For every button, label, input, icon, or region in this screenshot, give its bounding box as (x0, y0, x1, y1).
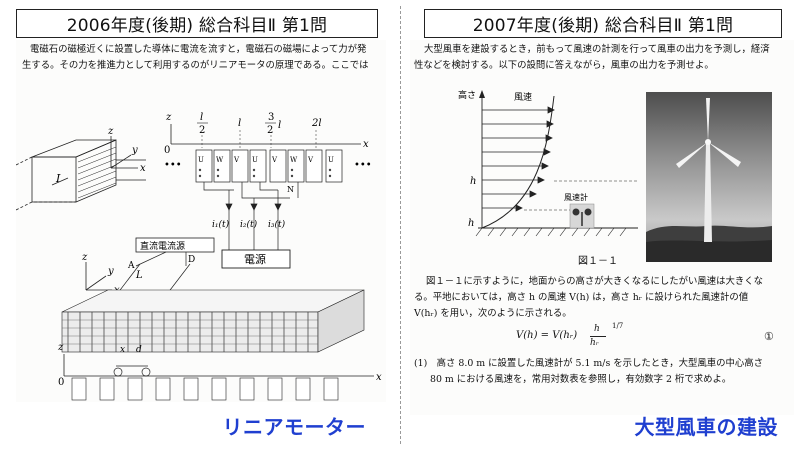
tick-3: 3 (268, 112, 274, 123)
tick-l-half-den: 2 (199, 125, 205, 136)
dc-source-box (135, 237, 215, 253)
coil-row-top (195, 149, 343, 183)
right-body-line-3: V(hᵣ) を用い，次のように示される。 (414, 308, 572, 319)
tick-l: l (238, 118, 241, 129)
axis-y-3d: y (131, 145, 138, 156)
right-title: 2007年度(後期) 総合科目Ⅱ 第1問 (424, 9, 782, 38)
wind-profile-curve (481, 95, 555, 229)
label-xf: x (120, 345, 125, 355)
left-panel: 2006年度(後期) 総合科目Ⅱ 第1問 電磁石の磁極近くに設置した導体に電流を… (0, 0, 396, 450)
label-Us-2: U (252, 156, 258, 164)
label-N: N (287, 185, 294, 194)
label-Lf: L (135, 270, 143, 281)
rail-slab (61, 289, 365, 353)
tick-3-den: 2 (267, 125, 273, 136)
anemometer-icon (569, 203, 595, 229)
current-i1: i₁(t) (212, 219, 230, 230)
right-text-line-1: 大型風車を建設するとき，前もって風速の計測を行って風車の出力を予測し，経済 (424, 44, 770, 55)
axis-y-mid: y (107, 266, 114, 277)
right-body-line-1: 図１－１に示すように，地面からの高さが大きくなるにしたがい風速は大きくな (426, 276, 764, 287)
linear-motor-figure: I z y x z 0 x l 2 l 3 2 l 2l (16, 112, 382, 401)
axis-x-bottom: x (376, 372, 382, 383)
label-Ws-1: W (216, 156, 224, 164)
axis-x-top: x (363, 139, 369, 150)
power-supply-box (221, 249, 291, 269)
dots-left: ••• (164, 160, 182, 171)
tick-2l: 2l (311, 118, 322, 129)
equation-number: ① (764, 330, 774, 343)
label-d: d (136, 345, 142, 355)
formula-fraction-den: hᵣ (590, 338, 599, 348)
question-line-1: (1) 高さ 8.0 m に設置した風速計が 5.1 m/s を示したとき，大型… (414, 358, 763, 369)
label-Vs-2: V (307, 156, 314, 164)
formula-fraction-num: h (594, 324, 600, 334)
label-Vn-1: V (271, 156, 278, 164)
axis-z-bottom: z (57, 342, 64, 353)
coil-block-3d (16, 139, 146, 211)
wind-label: 風速 (514, 92, 532, 103)
left-text-line-2: 生する。その力を推進力として利用するのがリニアモータの原理である。ここでは (22, 60, 369, 71)
right-panel: 2007年度(後期) 総合科目Ⅱ 第1問 大型風車を建設するとき，前もって風速の… (404, 0, 800, 450)
dc-source-label: 直流電流源 (140, 240, 185, 252)
figure-caption: 図１－１ (578, 256, 618, 267)
axis-z-top: z (165, 112, 172, 123)
label-Us-3: U (328, 156, 334, 164)
origin-top: 0 (164, 145, 170, 156)
current-label-I: I (55, 172, 61, 185)
axis-z-mid: z (81, 252, 88, 263)
axis-z-3d: z (107, 126, 114, 137)
label-Us-1: U (198, 156, 204, 164)
left-caption: リニアモーター (222, 415, 366, 439)
origin-bottom: 0 (58, 377, 64, 388)
current-i3: i₃(t) (268, 219, 286, 230)
formula-fraction-bar (590, 336, 606, 337)
formula-exponent: 1/7 (612, 322, 624, 330)
formula-left: V(h) = V(hᵣ) (516, 330, 578, 341)
question-line-2: 80 m における風速を，常用対数表を参照し，有効数字 2 桁で求めよ。 (430, 374, 732, 385)
dots-right: ••• (354, 160, 372, 171)
wind-turbine-photo (646, 92, 772, 262)
left-text-line-1: 電磁石の磁極近くに設置した導体に電流を流すと，電磁石の磁場によって力が発 (30, 44, 367, 55)
left-title: 2006年度(後期) 総合科目Ⅱ 第1問 (16, 9, 378, 38)
anemometer-label: 風速計 (564, 192, 588, 202)
tick-l-half-num: l (200, 112, 203, 123)
left-scan: 電磁石の磁極近くに設置した導体に電流を流すと，電磁石の磁場によって力が発 生する… (16, 40, 386, 402)
label-Vs-1: V (233, 156, 240, 164)
right-caption: 大型風車の建設 (634, 415, 778, 439)
label-A: A (127, 261, 135, 271)
right-body-line-2: る。平地においては，高さ h の風速 V(h) は，高さ hᵣ に設けられた風速… (414, 292, 749, 303)
height-h-label: h (470, 176, 476, 187)
right-text-line-2: 性などを検討する。以下の設問に答えながら，風車の出力を予測せよ。 (414, 60, 714, 71)
tick-3l: l (278, 120, 281, 131)
current-i2: i₂(t) (240, 219, 258, 230)
coil-row-bottom (71, 377, 339, 401)
power-supply-label: 電源 (244, 252, 266, 266)
label-Ws-2: W (290, 156, 298, 164)
height-label: 高さ (458, 89, 476, 101)
panel-divider (400, 6, 401, 444)
height-hr-label: h (468, 218, 474, 229)
axis-x-3d: x (140, 163, 146, 174)
label-D: D (188, 255, 195, 265)
right-scan: 大型風車を建設するとき，前もって風速の計測を行って風車の出力を予測し，経済 性な… (410, 40, 794, 415)
wind-profile-figure: 高さ 風速 (458, 89, 638, 237)
